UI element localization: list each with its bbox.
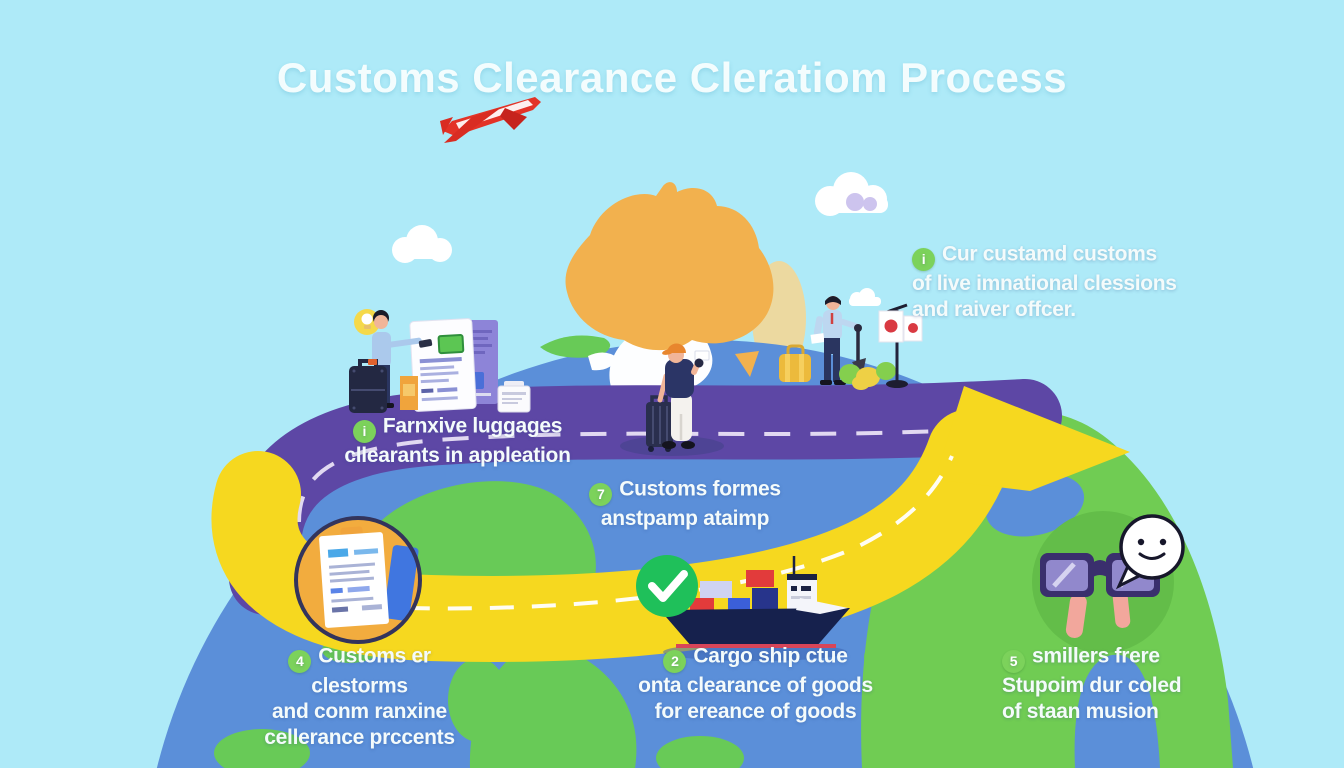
- cargo-ship: [660, 556, 850, 661]
- step-2-badge: 7: [589, 482, 613, 506]
- page-title: Customs Clearance Cleratiom Process: [276, 54, 1068, 101]
- document-magnifier: [294, 516, 422, 644]
- step-4-badge: 4: [288, 649, 312, 673]
- hands: [1065, 589, 1131, 638]
- yellow-suitcase: [779, 344, 811, 382]
- customs-officer-scene: [779, 296, 923, 390]
- dark-suitcase: [349, 359, 387, 413]
- step-6-badge: 5: [1002, 649, 1025, 673]
- printer: [497, 381, 531, 413]
- australia-map: [565, 182, 774, 377]
- cloud-icon: [815, 172, 888, 216]
- binoculars-scene: [1032, 511, 1185, 653]
- cloud-icon: [849, 288, 881, 306]
- airplane-icon: [440, 97, 541, 143]
- step-3-badge: i: [912, 247, 935, 271]
- customs-officer-figure: [810, 296, 861, 385]
- customs-form-document: [409, 318, 477, 412]
- japan-flag-icon: [878, 303, 923, 388]
- smiley-speech-bubble: [1115, 514, 1185, 590]
- passenger-figure-scene: [349, 309, 531, 413]
- money-sacks: [839, 358, 896, 390]
- globe-water-patches: [985, 473, 1160, 768]
- cloud-icon: [392, 225, 452, 263]
- step-1-badge: i: [352, 419, 376, 443]
- traveler-figure: [620, 343, 724, 456]
- checkmark-icon: [636, 555, 698, 617]
- step-5-badge: 2: [663, 649, 687, 673]
